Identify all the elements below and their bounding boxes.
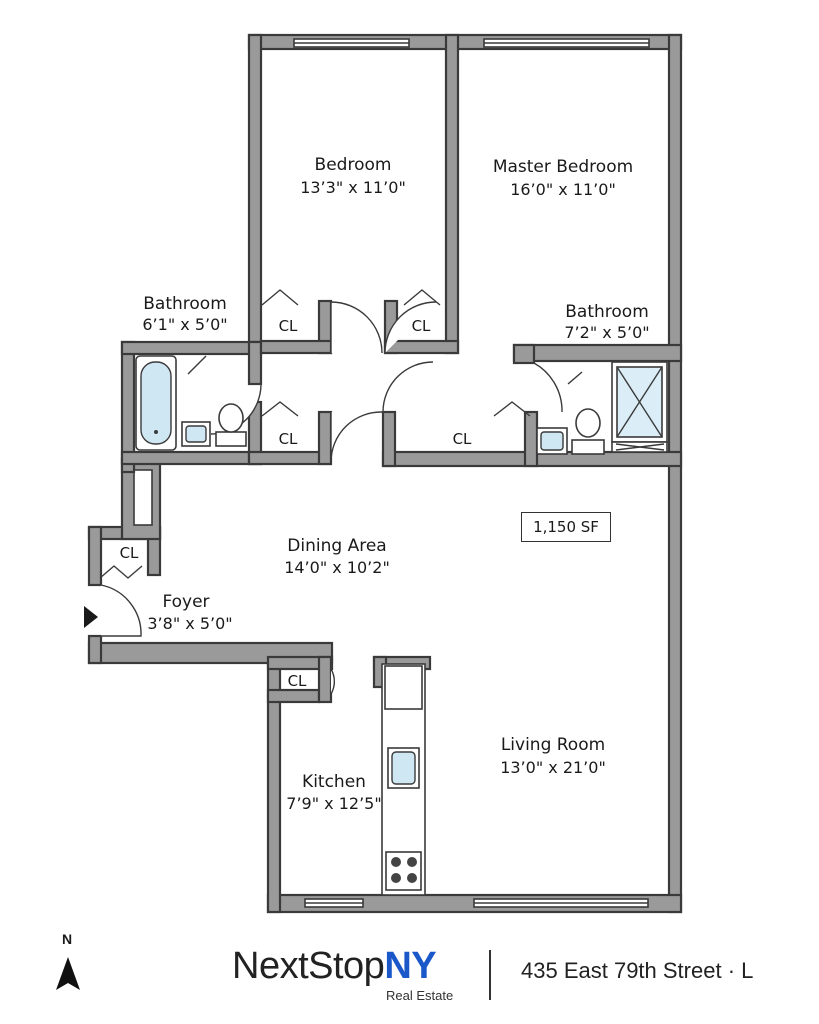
address: 435 East 79th Street · L	[521, 958, 754, 983]
door-entry	[100, 584, 142, 637]
dims-bathroom-left: 6’1" x 5’0"	[142, 315, 227, 334]
bathtub-basin	[140, 361, 172, 445]
toilet-left	[218, 403, 244, 433]
brand-name: NextStop	[232, 945, 385, 987]
bifold-c	[261, 401, 299, 417]
dims-master-bedroom: 16’0" x 11’0"	[510, 180, 616, 199]
label-foyer: Foyer	[162, 592, 209, 612]
dims-dining: 14’0" x 10’2"	[284, 558, 390, 577]
label-bathroom-right: Bathroom	[565, 302, 649, 322]
wall-bath-left-bottom	[120, 450, 263, 466]
wall-bedroom-left	[247, 33, 263, 355]
closet-label: CL	[120, 544, 139, 562]
brand-subtitle: Real Estate	[386, 988, 454, 1003]
dims-bedroom: 13’3" x 11’0"	[300, 178, 406, 197]
label-living: Living Room	[501, 735, 605, 755]
closet-labels: CL CL CL CL CL CL	[120, 317, 472, 690]
footer-divider	[489, 950, 491, 1000]
closet-label: CL	[288, 672, 307, 690]
door-hall-a	[330, 411, 383, 463]
door-bath-right	[533, 362, 563, 413]
fridge	[384, 665, 423, 710]
north-label: N	[62, 931, 73, 947]
entry-arrow-icon	[84, 606, 98, 628]
dims-living: 13’0" x 21’0"	[500, 758, 606, 777]
wall-bath-right-top	[512, 343, 683, 363]
label-bathroom-left: Bathroom	[143, 294, 227, 314]
north-arrow-icon	[56, 957, 80, 990]
wall-foyer-left-lower	[87, 634, 103, 665]
wall-bath-right-stub	[512, 343, 536, 365]
kitchen-fixtures	[381, 663, 426, 896]
dims-foyer: 3’8" x 5’0"	[147, 614, 232, 633]
closet-label: CL	[279, 317, 298, 335]
wall-bedroom-divider	[444, 33, 460, 355]
closet-label: CL	[412, 317, 431, 335]
label-kitchen: Kitchen	[302, 772, 366, 792]
door-kitchen-closet	[330, 668, 335, 695]
door-hall-b	[382, 361, 434, 413]
label-bedroom: Bedroom	[315, 155, 392, 175]
wall-bath-left-top	[120, 340, 263, 356]
toilet-tank-right	[571, 439, 605, 455]
toilet-tank-left	[215, 431, 247, 447]
closet-label: CL	[453, 430, 472, 448]
wall-kitchen-closet-bottom	[266, 688, 321, 704]
bifold-b	[403, 289, 441, 306]
windows	[293, 38, 650, 908]
wall-closet-c	[317, 410, 333, 466]
door-bedroom	[330, 301, 383, 354]
wall-closet-d	[381, 410, 397, 468]
room-labels: Bedroom 13’3" x 11’0" Master Bedroom 16’…	[142, 155, 649, 813]
wall-closet-a-bottom	[259, 339, 333, 355]
linen-closet	[133, 469, 153, 526]
label-dining: Dining Area	[287, 536, 386, 556]
label-master-bedroom: Master Bedroom	[493, 157, 633, 177]
wall-foyer-left-upper	[87, 525, 103, 587]
dims-kitchen: 7’9" x 12’5"	[286, 794, 381, 813]
wall-closet-e	[523, 410, 539, 468]
fixtures	[135, 355, 668, 455]
closet-label: CL	[279, 430, 298, 448]
wall-hall-bottom-left	[247, 450, 332, 466]
bifold-d	[493, 401, 531, 417]
bifold-foyer	[99, 565, 143, 579]
wall-right	[667, 33, 683, 914]
wall-kitchen-closet-right	[317, 655, 333, 704]
wall-closet-b-bottom	[383, 339, 460, 355]
brand-logo: NextStopNY	[232, 945, 437, 988]
door-master	[384, 301, 437, 354]
brand-accent: NY	[384, 945, 437, 987]
area-label: 1,150 SF	[521, 512, 611, 542]
bifold-a	[261, 289, 299, 306]
wall-bath-left-right-top	[247, 340, 263, 386]
dims-bathroom-right: 7’2" x 5’0"	[564, 323, 649, 342]
toilet-right	[575, 408, 601, 438]
stove	[385, 851, 422, 891]
